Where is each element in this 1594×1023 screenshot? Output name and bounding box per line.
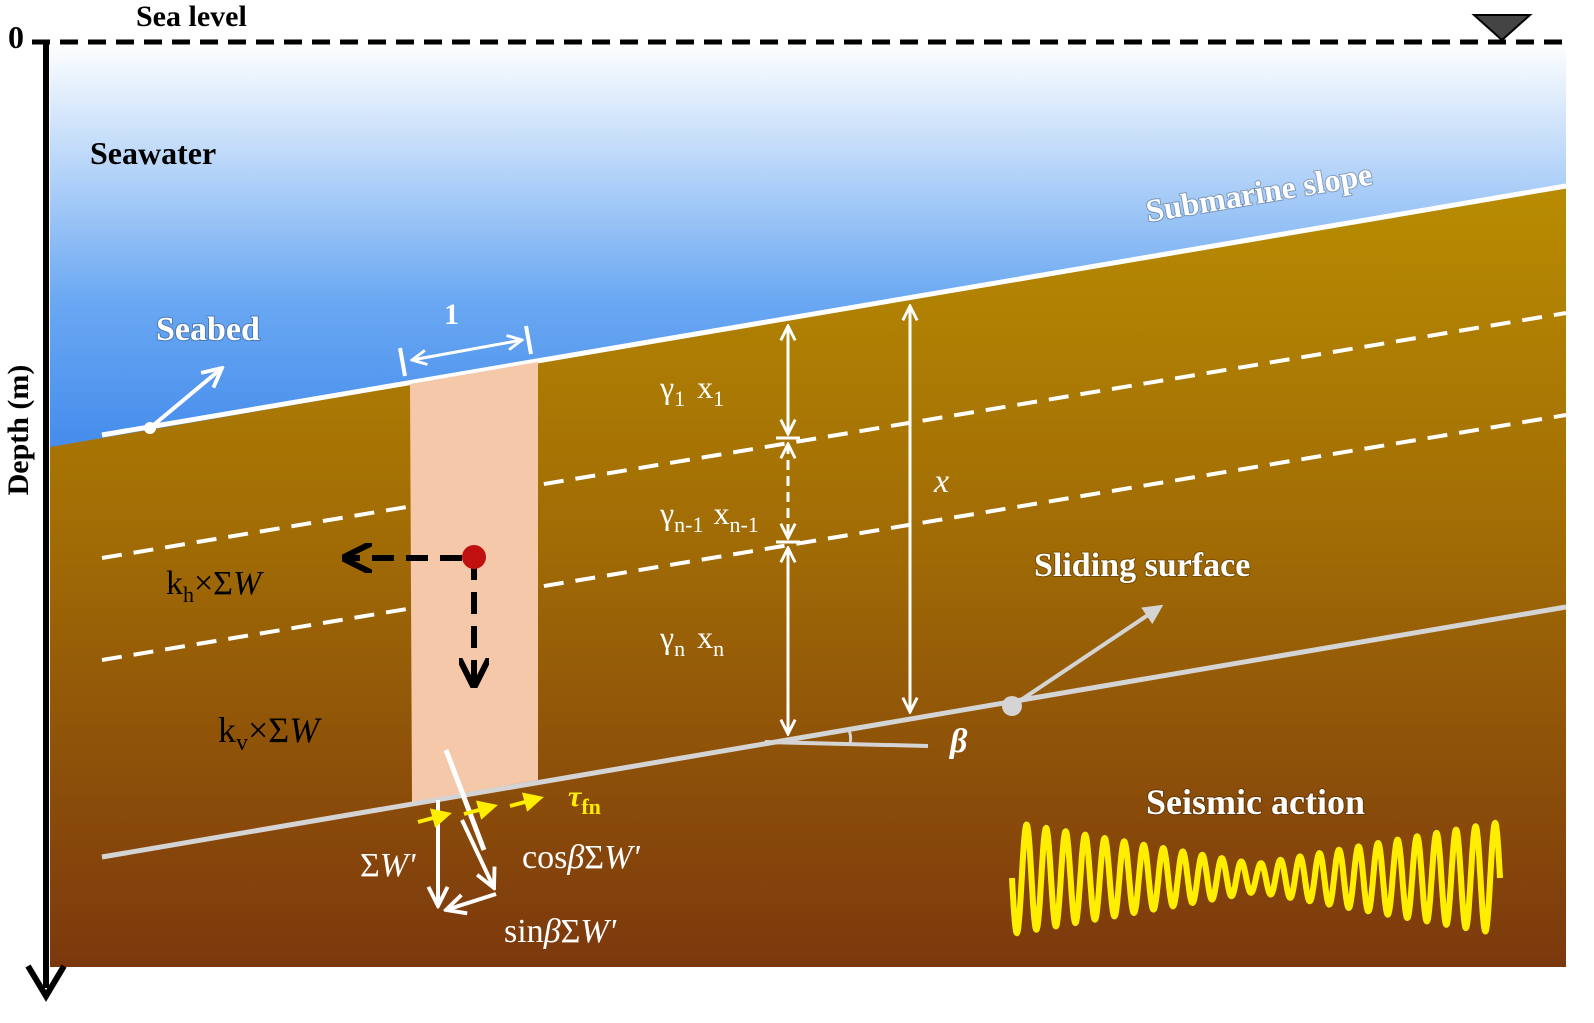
seawater-label: Seawater (90, 135, 216, 171)
seabed-label: Seabed (156, 311, 260, 348)
layer-boundary-1 (101, 311, 1567, 560)
unit-width-label: 1 (444, 298, 459, 331)
seismic-action-label: Seismic action (1146, 782, 1365, 822)
mass-center-point (462, 545, 486, 569)
sliding-point (1002, 696, 1022, 716)
seismic-wave (1009, 819, 1503, 937)
cos-label: cosβΣW' (522, 839, 640, 876)
sin-component-arrow (446, 892, 497, 910)
unit-width-tick-left (398, 347, 407, 377)
soil-slice (410, 362, 538, 802)
seabed-line (101, 183, 1567, 438)
water-level-triangle-icon (1471, 14, 1533, 42)
sin-label: sinβΣW' (504, 913, 617, 950)
seabed-normal-arrow (148, 368, 222, 430)
layer-boundary-2 (101, 413, 1567, 662)
unit-width-tick-right (524, 325, 533, 355)
depth-axis-label: Depth (m) (2, 365, 35, 496)
sliding-surface-line (101, 604, 1567, 860)
seabed-point (144, 422, 156, 434)
total-depth-label: x (933, 463, 949, 500)
depth-axis-arrowhead-icon (25, 964, 67, 1002)
sliding-normal-arrow (1010, 604, 1164, 708)
zero-label: 0 (8, 19, 24, 55)
shear-arrow-3 (509, 792, 544, 812)
sliding-surface-label: Sliding surface (1034, 547, 1250, 584)
sea-level-label: Sea level (136, 0, 247, 33)
beta-label: β (948, 723, 968, 760)
beta-angle-arc (846, 727, 853, 745)
beta-reference-line (764, 740, 929, 748)
tau-label: τfn (568, 780, 601, 819)
shear-arrow-2 (463, 800, 498, 820)
kv-force-label: kv×ΣW (218, 710, 322, 756)
normal-component-line (443, 749, 487, 851)
shear-arrow-1 (417, 808, 452, 828)
kh-force-label: kh×ΣW (166, 565, 264, 607)
sum-w-label: ΣW' (360, 847, 416, 884)
unit-width-arrow (412, 340, 522, 360)
cos-component-arrow (460, 819, 494, 888)
